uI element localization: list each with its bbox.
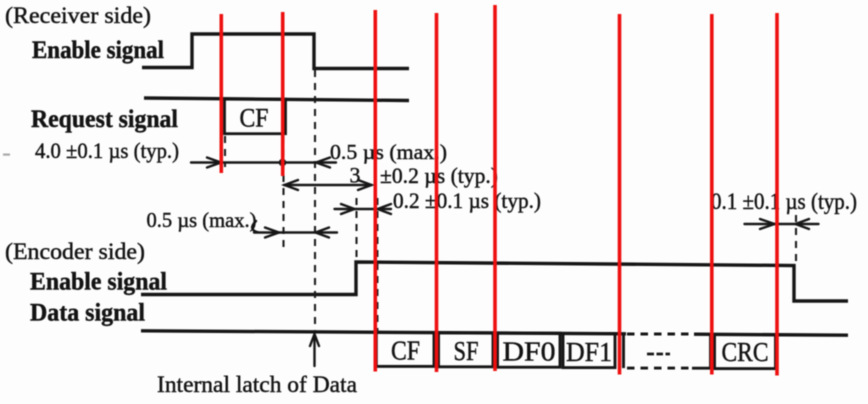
svg-text:0.2 ±0.1 µs (typ.): 0.2 ±0.1 µs (typ.) bbox=[393, 188, 541, 213]
svg-text:4.0 ±0.1 µs (typ.): 4.0 ±0.1 µs (typ.) bbox=[35, 138, 179, 163]
svg-text:0.5 µs (max.): 0.5 µs (max.) bbox=[330, 140, 447, 164]
svg-text:Internal latch of Data: Internal latch of Data bbox=[157, 372, 357, 397]
svg-text:Request signal: Request signal bbox=[31, 106, 178, 133]
svg-text:Enable signal: Enable signal bbox=[32, 37, 164, 64]
svg-text:Enable signal: Enable signal bbox=[30, 269, 167, 296]
svg-text:Data signal: Data signal bbox=[30, 300, 145, 327]
svg-text:(Encoder side): (Encoder side) bbox=[5, 239, 145, 264]
svg-text:CF: CF bbox=[391, 336, 420, 366]
svg-text:(Receiver side): (Receiver side) bbox=[5, 3, 151, 28]
svg-text:DF1: DF1 bbox=[566, 337, 612, 367]
svg-text:CRC: CRC bbox=[722, 337, 769, 367]
svg-text:DF0: DF0 bbox=[503, 337, 556, 367]
svg-text:±0.2 µs (typ.): ±0.2 µs (typ.) bbox=[380, 163, 498, 188]
svg-text:CF: CF bbox=[240, 104, 269, 133]
svg-text:0.1 ±0.1 µs (typ.): 0.1 ±0.1 µs (typ.) bbox=[711, 189, 857, 214]
svg-text:SF: SF bbox=[454, 336, 479, 366]
svg-text:3: 3 bbox=[350, 163, 361, 188]
svg-text:0.5 µs (max.): 0.5 µs (max.) bbox=[147, 208, 257, 232]
